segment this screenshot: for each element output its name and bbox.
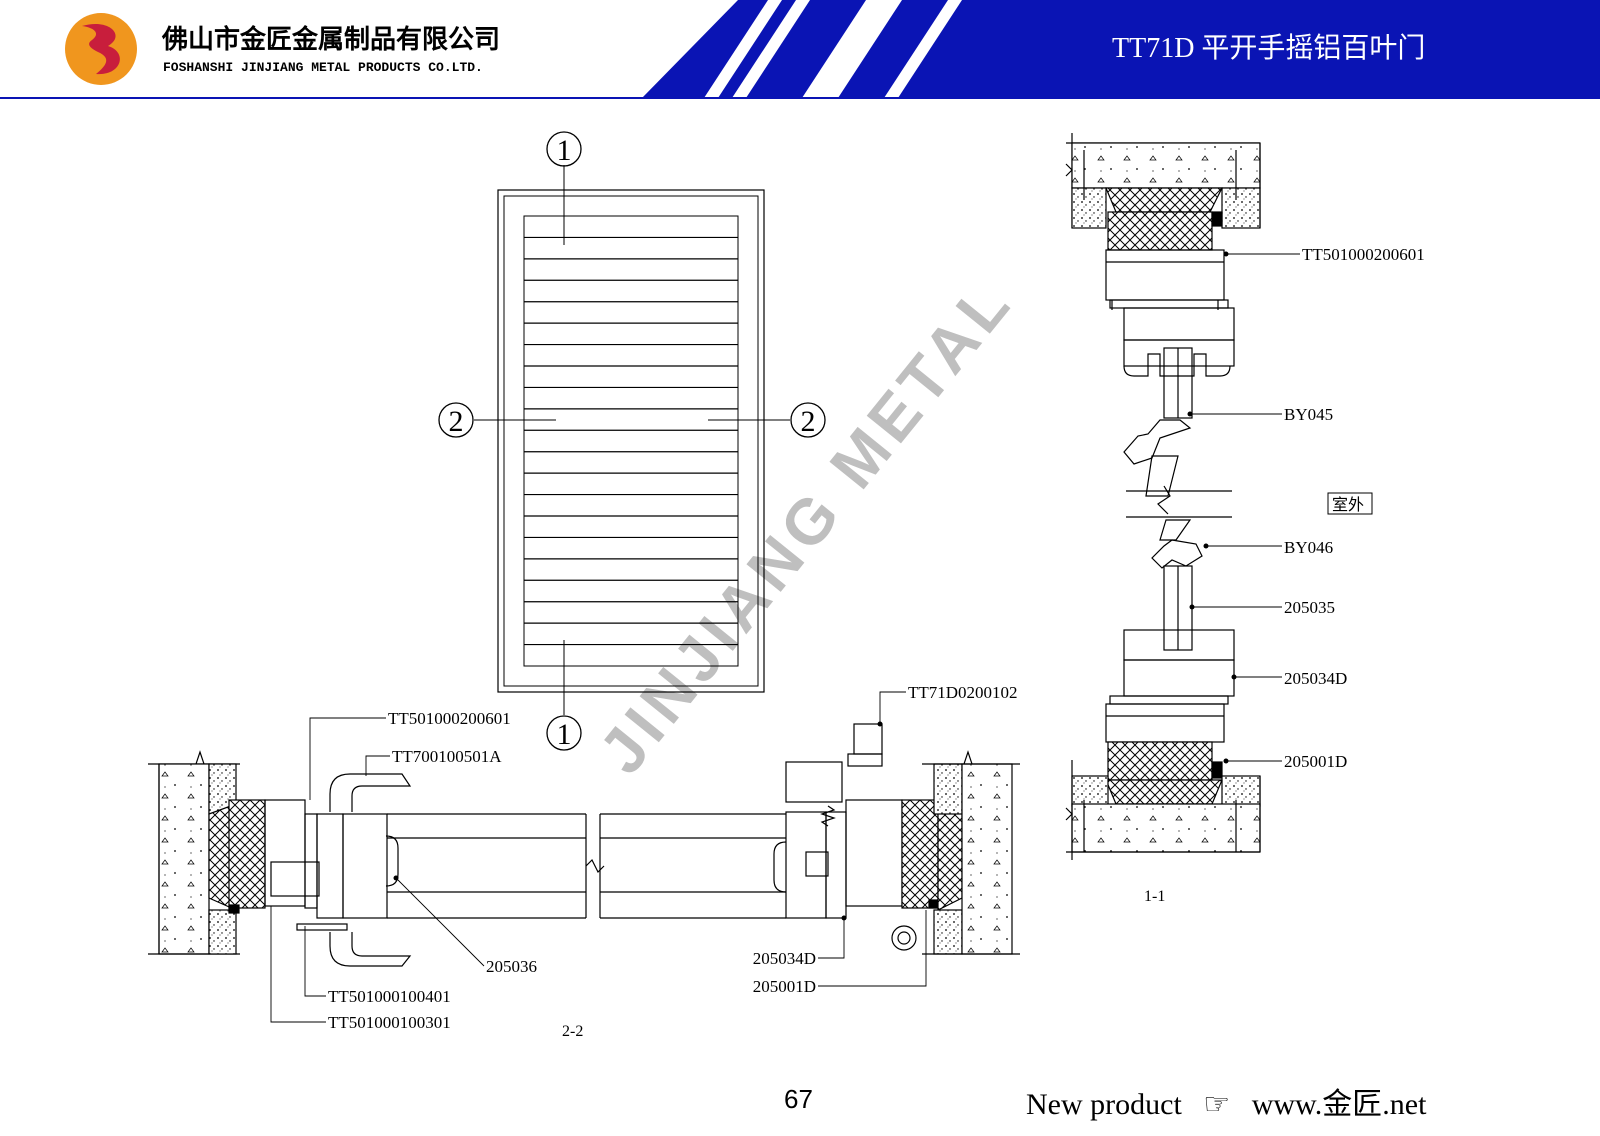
louver-slats [524, 236, 738, 646]
section-2-2-caption: 2-2 [562, 1023, 583, 1040]
section-2-2-label-part-f: TT71D0200102 [908, 683, 1018, 702]
section-1-1-caption: 1-1 [1144, 888, 1165, 905]
section-1-1-side-note: 室外 [1332, 496, 1364, 514]
elevation-marker-bottom: 1 [557, 718, 572, 751]
door-elevation [438, 131, 826, 751]
elevation-marker-top: 1 [557, 134, 572, 167]
header: 佛山市金匠金属制品有限公司 FOSHANSHI JINJIANG METAL P… [0, 0, 1600, 99]
section-1-1-label-part-e: 205034D [1284, 669, 1347, 688]
company-name-en: FOSHANSHI JINJIANG METAL PRODUCTS CO.LTD… [163, 60, 483, 75]
footer-tagline-prefix: New product [1026, 1088, 1182, 1121]
section-2-2-label-part-d: TT501000100401 [328, 987, 451, 1006]
watermark: JINJIANG METAL [585, 265, 1026, 786]
product-title: TT71D 平开手摇铝百叶门 [1112, 32, 1425, 64]
footer-tagline: New product ☞ www.金匠.net [1026, 1088, 1427, 1121]
section-2-2-label-part-e: TT501000100301 [328, 1013, 451, 1032]
header-stripe-4 [884, 0, 962, 98]
elevation-marker-right: 2 [801, 405, 816, 438]
section-1-1-label-part-b: BY045 [1284, 405, 1333, 424]
section-1-1 [1065, 133, 1373, 860]
section-2-2-label-part-c: 205036 [486, 957, 537, 976]
section-1-1-label-part-f: 205001D [1284, 752, 1347, 771]
section-1-1-label-part-c: BY046 [1284, 538, 1333, 557]
footer: 67 New product ☞ www.金匠.net [784, 1084, 1427, 1121]
section-2-2-label-part-a: TT501000200601 [388, 709, 511, 728]
footer-website-link[interactable]: www.金匠.net [1252, 1088, 1427, 1121]
section-1-1-label-part-d: 205035 [1284, 598, 1335, 617]
section-2-2 [148, 691, 1020, 1023]
section-2-2-label-part-h: 205001D [753, 977, 816, 996]
section-1-1-label-part-a: TT501000200601 [1302, 245, 1425, 264]
section-2-2-label-part-g: 205034D [753, 949, 816, 968]
header-stripe-2 [732, 0, 810, 98]
pointing-hand-icon: ☞ [1203, 1088, 1230, 1121]
company-name-cn: 佛山市金匠金属制品有限公司 [161, 24, 500, 54]
section-2-2-label-part-b: TT700100501A [392, 747, 502, 766]
header-stripe-3 [802, 0, 902, 98]
page-number: 67 [784, 1084, 813, 1114]
elevation-marker-left: 2 [449, 405, 464, 438]
header-stripe-1 [704, 0, 782, 98]
company-logo [65, 13, 137, 85]
